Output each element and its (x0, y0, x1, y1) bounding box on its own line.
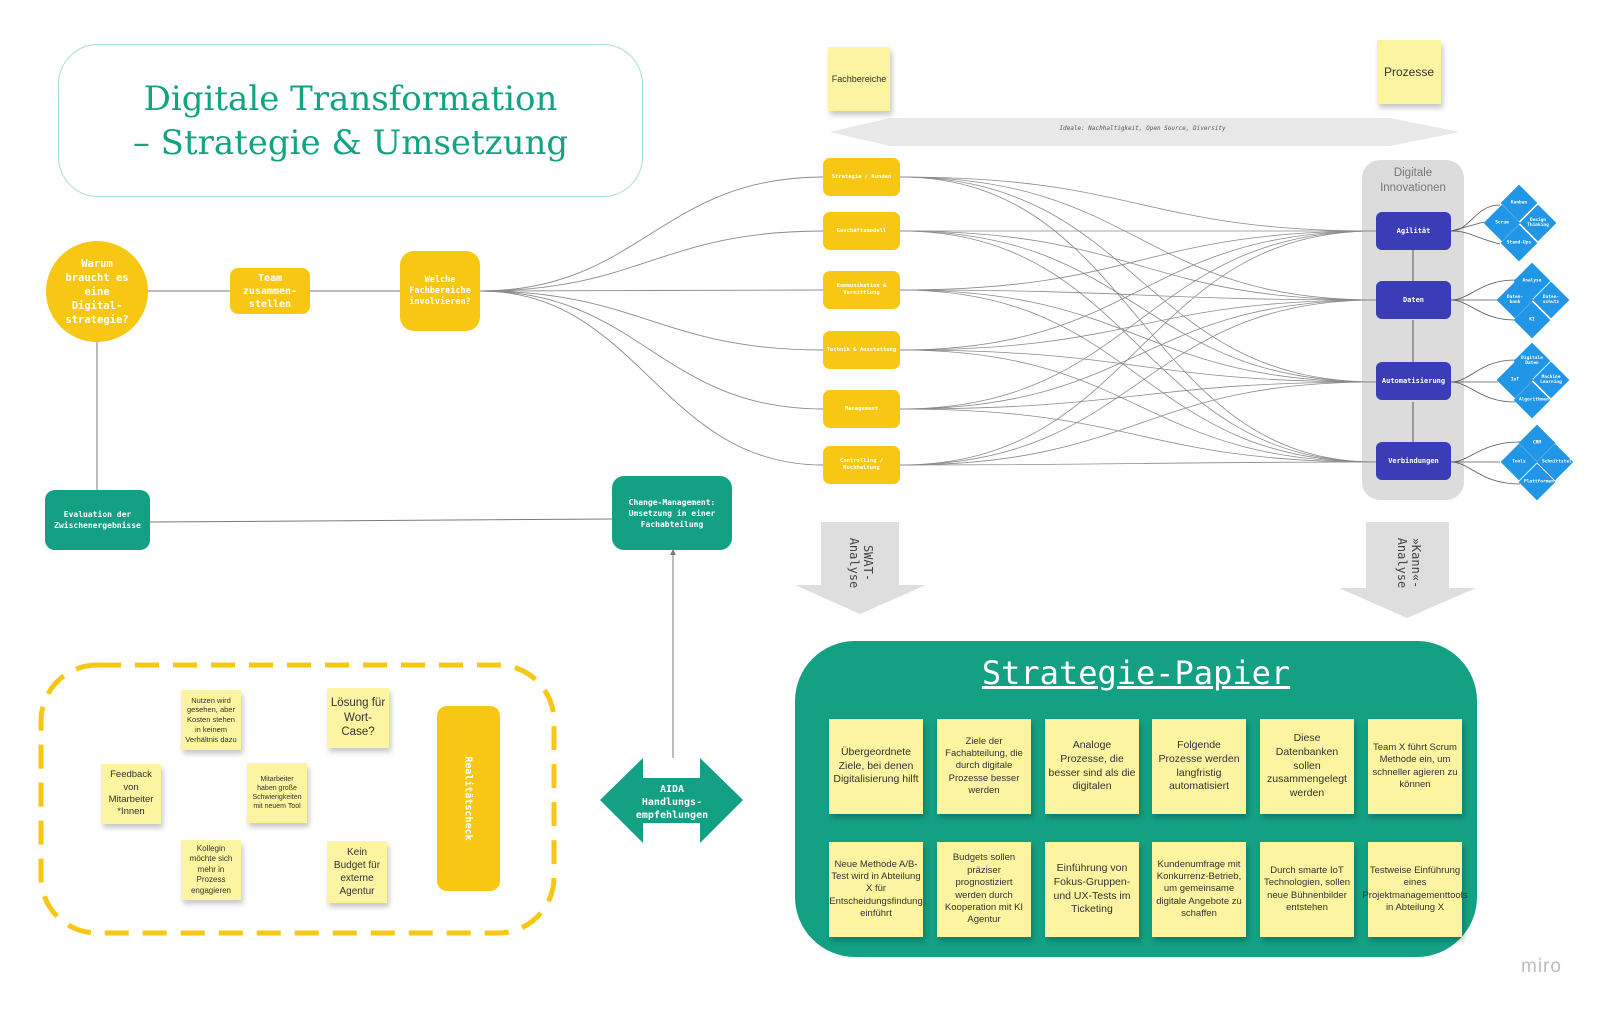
reality-note[interactable]: Lösung für Wort-Case? (327, 688, 389, 748)
strategie-note[interactable]: Folgende Prozesse werden langfristig aut… (1152, 719, 1246, 814)
diamond-label: Stand-Ups (1506, 240, 1532, 246)
prozess-box[interactable]: Automatisierung (1376, 362, 1451, 400)
diamond-label: Scrum (1495, 220, 1509, 226)
swat-arrow-label: SWAT- Analyse (847, 537, 875, 589)
ideale-banner-text: Ideale: Nachhaltigkeit, Open Source, Div… (1059, 125, 1226, 132)
strategie-note[interactable]: Analoge Prozesse, die besser sind als di… (1045, 719, 1139, 814)
strategie-note[interactable]: Einführung von Fokus-Gruppen- und UX-Tes… (1045, 842, 1139, 937)
fachbereich-box[interactable]: Management (823, 390, 900, 428)
reality-note[interactable]: Nutzen wird gesehen, aber Kosten stehen … (181, 690, 241, 750)
strategie-note[interactable]: Budgets sollen präziser prognostiziert w… (937, 842, 1031, 937)
miro-logo: miro (1521, 956, 1562, 977)
diamond-label: Kanban (1510, 200, 1528, 206)
title-line-2: – Strategie & Umsetzung (132, 122, 569, 163)
diamond-label: Plattformen (1524, 479, 1554, 485)
strategie-note[interactable]: Team X führt Scrum Methode ein, um schne… (1368, 719, 1462, 814)
fachbereich-box[interactable]: Strategie / Kunden (823, 158, 900, 196)
node-warum[interactable]: Warum braucht es eine Digital-strategie? (46, 241, 148, 342)
fachbereich-box[interactable]: Technik & Ausstattung (823, 331, 900, 369)
realitaetscheck-bar[interactable]: Realitätscheck (437, 706, 500, 891)
strategie-note[interactable]: Neue Methode A/B-Test wird in Abteilung … (829, 842, 923, 937)
prozess-box[interactable]: Verbindungen (1376, 442, 1451, 480)
digitale-innovationen-label: Digitale Innovationen (1380, 167, 1446, 194)
prozess-box[interactable]: Daten (1376, 281, 1451, 319)
fachbereiche-label[interactable]: Fachbereiche (828, 47, 890, 111)
diamond-label: Machine Learning (1540, 375, 1562, 385)
reality-note[interactable]: Kein Budget für externe Agentur (327, 841, 387, 903)
diamond-label: Tools (1512, 459, 1526, 465)
diamond-label: Daten-bank (1506, 295, 1524, 305)
fachbereich-box[interactable]: Controlling / Buchhaltung (823, 446, 900, 484)
diamond-label: Design Thinking (1527, 218, 1549, 228)
reality-note[interactable]: Mitarbeiter haben große Schwierigkeiten … (247, 763, 307, 823)
strategie-note[interactable]: Kundenumfrage mit Konkurrenz-Betrieb, um… (1152, 842, 1246, 937)
title-box: Digitale Transformation – Strategie & Um… (58, 44, 643, 197)
strategie-note[interactable]: Ziele der Fachabteilung, die durch digit… (937, 719, 1031, 814)
diamond-label: CRM (1532, 440, 1542, 446)
kann-arrow-label: »Kann«- Analyse (1395, 537, 1423, 589)
reality-note[interactable]: Feedback von Mitarbeiter *Innen (101, 764, 161, 824)
node-evaluation[interactable]: Evaluation der Zwischenergebnisse (45, 490, 150, 550)
diamond-label: Daten-schutz (1542, 295, 1560, 305)
strategie-note[interactable]: Durch smarte IoT Technologien, sollen ne… (1260, 842, 1354, 937)
diamond-label: Algorithmen (1519, 397, 1549, 403)
node-welche[interactable]: Welche Fachbereiche involvieren? (400, 251, 480, 331)
fachbereich-box[interactable]: Geschäftsmodell (823, 212, 900, 250)
prozess-box[interactable]: Agilität (1376, 212, 1451, 250)
strategie-title: Strategie-Papier (981, 654, 1291, 692)
node-change[interactable]: Change-Management: Umsetzung in einer Fa… (612, 476, 732, 550)
diamond-label: KI (1529, 317, 1535, 323)
node-aida[interactable]: AIDA Handlungs-empfehlungen (635, 783, 709, 821)
diamond-label: Schnittstellen (1542, 459, 1580, 465)
node-team[interactable]: Team zusammen-stellen (230, 268, 310, 314)
title-line-1: Digitale Transformation (143, 78, 558, 119)
diamond-label: IoT (1510, 377, 1520, 383)
reality-note[interactable]: Kollegin möchte sich mehr in Prozess eng… (181, 840, 241, 900)
diamond-label: Analyse (1522, 278, 1542, 284)
prozesse-label[interactable]: Prozesse (1377, 40, 1441, 104)
strategie-note[interactable]: Diese Datenbanken sollen zusammengelegt … (1260, 719, 1354, 814)
diamond-label: Digitale Daten (1521, 356, 1543, 366)
realitaetscheck-label: Realitätscheck (463, 756, 475, 841)
fachbereich-box[interactable]: Kommunikation & Vermittlung (823, 271, 900, 309)
strategie-note[interactable]: Testweise Einführung eines Projektmanage… (1362, 842, 1468, 937)
strategie-note[interactable]: Übergeordnete Ziele, bei denen Digitalis… (829, 719, 923, 814)
